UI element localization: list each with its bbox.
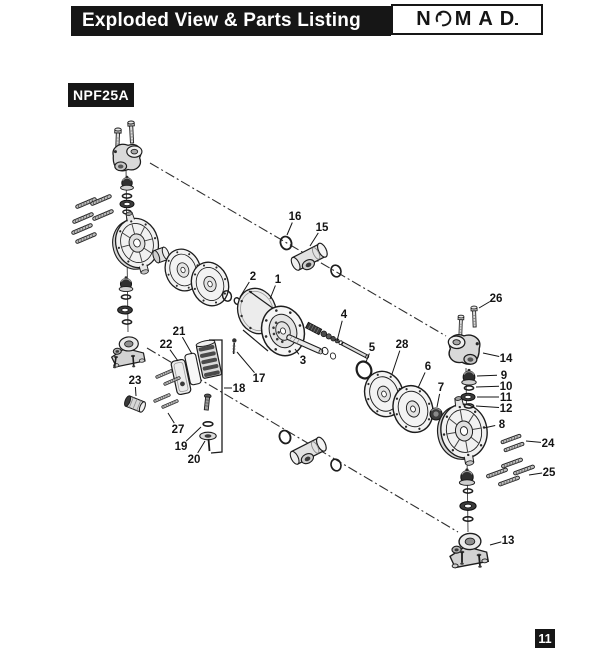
lower-tee-valve-assembly [276, 428, 344, 474]
callout-leader-23 [134, 386, 137, 397]
gasket-part21 [184, 352, 202, 386]
callout-label-13: 13 [502, 535, 515, 547]
callout-leader-21 [181, 336, 193, 355]
shaft-oring-b [329, 351, 337, 361]
callout-label-18: 18 [233, 383, 246, 395]
callout-label-17: 17 [253, 373, 266, 385]
callout-label-26: 26 [490, 293, 503, 305]
inlet-bolts-right [457, 305, 479, 336]
left-discharge-elbow [112, 143, 143, 172]
callout-leader-13 [489, 541, 502, 546]
upper-tee-valve-assembly [277, 234, 344, 280]
callout-leader-20 [197, 440, 206, 454]
callout-leader-27 [167, 412, 175, 424]
callout-label-20: 20 [188, 454, 201, 466]
callout-leader-9 [476, 374, 498, 377]
large-oring-part5 [355, 360, 373, 380]
valve-ball-stack-upper-right [460, 368, 477, 409]
callout-label-27: 27 [172, 424, 185, 436]
shaft-oring-a [320, 346, 330, 356]
mounting-studs-right-lower [485, 456, 536, 488]
callout-leader-25 [528, 472, 543, 476]
callout-leader-16 [286, 222, 293, 236]
callout-label-21: 21 [173, 326, 186, 338]
callout-label-4: 4 [341, 309, 348, 321]
group-bracket-part18 [209, 339, 223, 454]
callout-leader-10 [475, 385, 500, 388]
callout-label-24: 24 [542, 438, 555, 450]
nomad-logo-letter-n: N [416, 7, 438, 30]
callout-leader-2 [239, 281, 250, 298]
callout-label-9: 9 [501, 370, 507, 382]
callout-leader-28 [391, 350, 401, 375]
valve-stem-part19 [203, 393, 212, 411]
callout-label-1: 1 [275, 274, 282, 286]
callout-label-6: 6 [425, 361, 431, 373]
page-title: Exploded View & Parts Listing [82, 10, 361, 31]
callout-leader-7 [436, 393, 441, 408]
mounting-studs-left [70, 193, 115, 245]
callout-leader-5 [365, 353, 370, 363]
left-foot-assembly [109, 335, 146, 370]
callout-label-25: 25 [543, 467, 556, 479]
nomad-logo: N MAD [391, 4, 543, 35]
center-section [236, 287, 306, 357]
callout-leader-15 [309, 232, 319, 247]
model-badge: NPF25A [68, 83, 134, 107]
callout-label-2: 2 [250, 271, 256, 283]
nomad-logo-letters-mad: MAD [454, 7, 522, 30]
left-air-chamber [104, 205, 167, 281]
callout-label-7: 7 [438, 382, 444, 394]
valve-oring-part19 [202, 421, 214, 427]
callout-label-22: 22 [160, 339, 173, 351]
valve-ball-stack-lower-left [117, 275, 134, 325]
page-header-bar: Exploded View & Parts Listing [71, 6, 391, 36]
nomad-logo-o-icon [435, 10, 452, 27]
callout-leader-3 [294, 348, 300, 355]
bottom-foot-assembly [448, 531, 490, 569]
muffler-cylinder-part23 [124, 395, 146, 413]
valve-ball-stack-upper-left [119, 175, 135, 215]
right-air-chamber [431, 391, 494, 471]
callout-label-16: 16 [289, 211, 302, 223]
callout-label-3: 3 [300, 355, 306, 367]
callout-leader-4 [336, 320, 343, 342]
trademark-dot [515, 22, 518, 25]
pilot-pin [232, 338, 237, 355]
callout-label-23: 23 [129, 375, 142, 387]
callout-leader-22 [169, 349, 179, 362]
callout-label-14: 14 [500, 353, 513, 365]
callout-label-15: 15 [316, 222, 329, 234]
right-discharge-elbow [446, 333, 482, 366]
page-number: 11 [535, 629, 555, 648]
callout-layer: 1234567891011121314151617181920212223242… [129, 211, 556, 547]
shaft-assembly [304, 321, 370, 359]
shaft-nut [429, 407, 443, 421]
callout-label-19: 19 [175, 441, 188, 453]
callout-label-10: 10 [500, 381, 513, 393]
callout-label-11: 11 [500, 392, 513, 404]
callout-leader-24 [525, 440, 542, 443]
callout-label-28: 28 [396, 339, 409, 351]
muffler-block [195, 339, 223, 379]
callout-leader-6 [417, 372, 426, 389]
mounting-studs-right-upper [500, 433, 525, 453]
callout-leader-8 [483, 425, 496, 429]
callout-leader-17 [236, 351, 255, 374]
callout-label-8: 8 [499, 419, 506, 431]
callout-leader-14 [482, 352, 500, 357]
callout-leader-19 [185, 426, 202, 442]
callout-leader-26 [478, 301, 491, 309]
callout-leader-12 [475, 405, 500, 408]
callout-label-12: 12 [500, 403, 513, 415]
poppet-part20 [199, 431, 217, 452]
callout-leader-1 [269, 285, 276, 300]
callout-label-5: 5 [369, 342, 376, 354]
